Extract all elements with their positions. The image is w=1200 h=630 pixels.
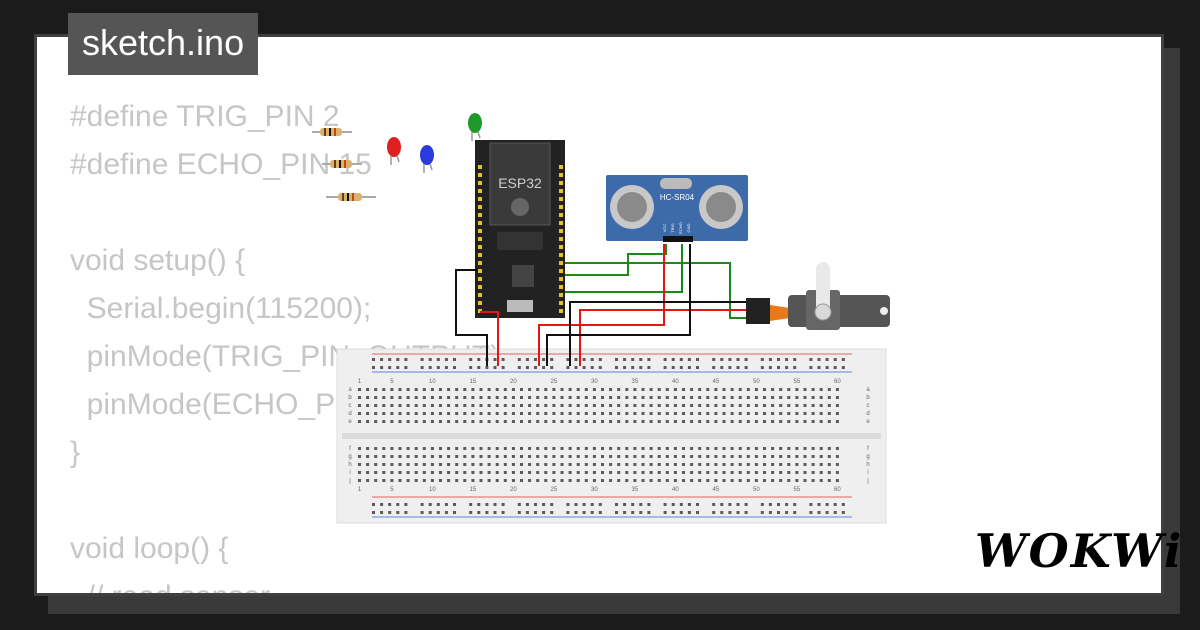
- row-letter: i: [349, 470, 350, 476]
- resistor: [326, 193, 376, 201]
- sensor-pin-label: TRIG: [670, 223, 675, 233]
- led-blue[interactable]: [420, 145, 434, 173]
- column-number: 15: [470, 487, 477, 493]
- row-letter: h: [348, 462, 351, 468]
- row-letter: e: [866, 419, 870, 425]
- row-letter: i: [867, 470, 868, 476]
- row-letter: b: [866, 395, 870, 401]
- code-line: void setup() {: [70, 244, 246, 277]
- row-letter: g: [866, 454, 869, 460]
- row-letter: b: [348, 395, 352, 401]
- column-number: 1: [358, 379, 362, 385]
- wokwi-logo: WOKWi: [975, 524, 1184, 578]
- column-number: 35: [632, 379, 639, 385]
- column-number: 30: [591, 487, 598, 493]
- column-number: 40: [672, 487, 679, 493]
- column-number: 5: [390, 379, 394, 385]
- row-letter: e: [348, 419, 352, 425]
- column-number: 5: [390, 487, 394, 493]
- sensor-pin-label: ECHO: [678, 222, 683, 234]
- column-number: 50: [753, 379, 760, 385]
- column-number: 15: [470, 379, 477, 385]
- sensor-pin-label: GND: [686, 223, 691, 232]
- row-letter: c: [349, 403, 352, 409]
- column-number: 50: [753, 487, 760, 493]
- column-number: 1: [358, 487, 362, 493]
- row-letter: d: [866, 411, 869, 417]
- code-line: #define TRIG_PIN 2: [70, 100, 340, 133]
- column-number: 20: [510, 379, 517, 385]
- code-line: void loop() {: [70, 532, 229, 565]
- row-letter: f: [349, 446, 351, 452]
- sensor-pin-label: VCC: [662, 224, 667, 233]
- column-number: 10: [429, 379, 436, 385]
- ultrasonic-sensor[interactable]: HC-SR04 VCC TRIG ECHO GND: [606, 175, 748, 242]
- code-line: // read sensor: [70, 573, 508, 593]
- column-number: 55: [794, 487, 801, 493]
- breadboard-holes: [358, 358, 845, 514]
- row-letter: c: [867, 403, 870, 409]
- column-number: 35: [632, 487, 639, 493]
- column-number: 40: [672, 379, 679, 385]
- column-number: 25: [551, 379, 558, 385]
- esp32-board[interactable]: ESP32: [475, 140, 565, 318]
- row-letter: f: [867, 446, 869, 452]
- column-number: 25: [551, 487, 558, 493]
- row-letter: j: [866, 478, 868, 484]
- esp32-pin-headers: [478, 165, 563, 313]
- column-number: 60: [834, 379, 841, 385]
- row-letter: g: [348, 454, 351, 460]
- column-number: 55: [794, 379, 801, 385]
- sensor-label: HC-SR04: [660, 193, 695, 202]
- column-number: 45: [713, 379, 720, 385]
- resistor: [322, 160, 362, 168]
- wires: [455, 244, 750, 366]
- column-number: 20: [510, 487, 517, 493]
- row-letter: a: [866, 387, 870, 393]
- column-number: 45: [713, 487, 720, 493]
- led-green[interactable]: [468, 113, 482, 141]
- code-line: }: [70, 436, 81, 469]
- row-letter: d: [348, 411, 351, 417]
- code-line: #define ECHO_PIN 15: [70, 148, 372, 181]
- servo-motor[interactable]: [746, 262, 890, 330]
- row-letter: h: [866, 462, 869, 468]
- resistor: [312, 128, 352, 136]
- led-red[interactable]: [387, 137, 401, 165]
- preview-card: #define TRIG_PIN 2 #define ECHO_PIN 15 voi…: [34, 34, 1164, 596]
- file-tab[interactable]: sketch.ino: [68, 13, 259, 75]
- column-number: 60: [834, 487, 841, 493]
- row-letter: j: [348, 478, 350, 484]
- esp32-label: ESP32: [498, 175, 542, 191]
- column-number: 30: [591, 379, 598, 385]
- column-number: 10: [429, 487, 436, 493]
- code-line: Serial.begin(115200);: [70, 292, 372, 325]
- row-letter: a: [348, 387, 352, 393]
